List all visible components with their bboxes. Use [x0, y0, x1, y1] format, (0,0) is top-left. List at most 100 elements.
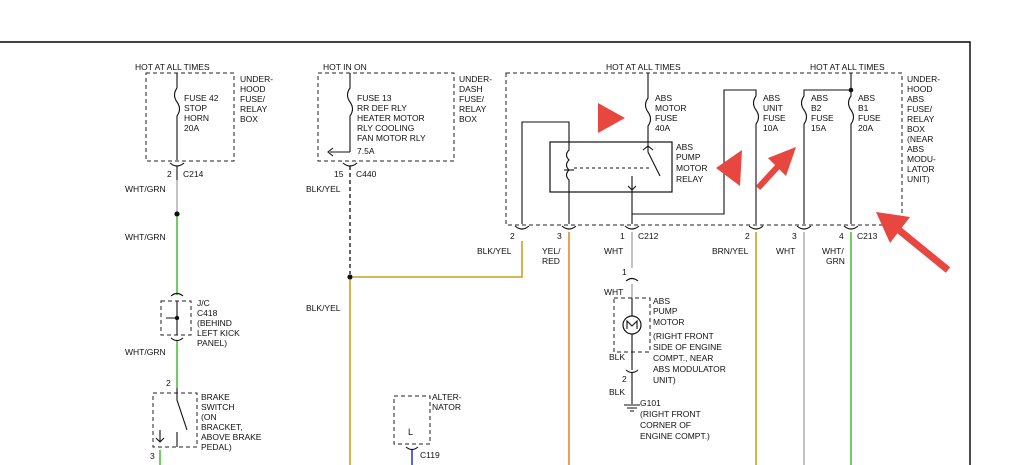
header-hot-at-all-times-2: HOT AT ALL TIMES — [606, 62, 681, 72]
relay-label-0: ABS — [676, 142, 693, 152]
ground-label-1: (RIGHT FRONT — [640, 409, 701, 419]
ground-icon — [624, 404, 640, 412]
svg-text:UNDER-: UNDER- — [907, 74, 940, 84]
underdash-box-label-3: RELAY — [459, 104, 487, 114]
fuse-13-label-3: RLY COOLING — [357, 123, 414, 133]
fuse-13-label-4: FAN MOTOR RLY — [357, 133, 426, 143]
pump-motor-label-2: MOTOR — [653, 317, 684, 327]
wire-label-wht-grn-1: WHT/GRN — [125, 184, 166, 194]
underhood-box-label-1: HOOD — [240, 84, 266, 94]
brake-switch-label-1: SWITCH — [201, 402, 235, 412]
pump-motor-label-7: UNIT) — [653, 375, 676, 385]
abs-motor-fuse-label-2: FUSE — [655, 113, 678, 123]
fuse-13-label-0: FUSE 13 — [357, 93, 392, 103]
relay-coil — [565, 138, 570, 224]
brake-switch-label-2: (ON — [201, 412, 217, 422]
brake-switch-label-5: PEDAL) — [201, 442, 232, 452]
abs-pump-motor-relay — [549, 141, 673, 193]
pin-3-brake: 3 — [150, 451, 155, 461]
diagram-frame — [0, 41, 971, 465]
abs-fuse-relay-box — [505, 72, 903, 226]
pump-motor-label-6: ABS MODULATOR — [653, 364, 726, 374]
svg-text:ABS: ABS — [907, 94, 924, 104]
pin-2-motor: 2 — [622, 374, 627, 384]
alternator-label-0: ALTER- — [432, 392, 462, 402]
svg-text:MODU-: MODU- — [907, 154, 936, 164]
brake-switch-label-0: BRAKE — [201, 392, 230, 402]
underdash-box-label-2: FUSE/ — [459, 94, 485, 104]
fuse-42-symbol — [173, 87, 181, 160]
abs-unit-fuse-label-2: FUSE — [763, 113, 786, 123]
header-hot-at-all-times-1: HOT AT ALL TIMES — [135, 62, 210, 72]
wire-label-blk-2: BLK — [609, 387, 625, 397]
connector-c214-label: C214 — [183, 169, 204, 179]
junction-label-3: LEFT KICK — [197, 328, 240, 338]
abs-unit-fuse-label-1: UNIT — [763, 103, 783, 113]
pin-3-c212: 3 — [557, 231, 562, 241]
fuse-13-label-1: RR DEF RLY — [357, 103, 407, 113]
pin-2-c213: 2 — [745, 231, 750, 241]
abs-unit-fuse-label-0: ABS — [763, 93, 780, 103]
wire-label-yel-red-0: YEL/ — [542, 246, 561, 256]
ground-label-3: ENGINE COMPT.) — [640, 431, 710, 441]
brake-switch — [152, 392, 198, 448]
underhood-box-label-3: RELAY — [240, 104, 268, 114]
pin-1-c212: 1 — [620, 231, 625, 241]
connector-c213-label: C213 — [857, 231, 878, 241]
pump-motor-label-4: SIDE OF ENGINE — [653, 342, 722, 352]
wire-label-blk-yel-1: BLK/YEL — [306, 184, 341, 194]
header-hot-at-all-times-3: HOT AT ALL TIMES — [810, 62, 885, 72]
pin-2-c212: 2 — [510, 231, 515, 241]
pin-3-c213: 3 — [792, 231, 797, 241]
underdash-box-label-4: BOX — [459, 114, 477, 124]
connector-c213 — [748, 225, 859, 230]
svg-text:HOOD: HOOD — [907, 84, 933, 94]
abs-motor-fuse-symbol — [644, 73, 652, 138]
abs-unit-fuse-symbol — [752, 95, 760, 224]
abs-motor-fuse-label-3: 40A — [655, 123, 670, 133]
fuse-13-label-2: HEATER MOTOR — [357, 113, 425, 123]
splice-dot-blk-yel — [347, 274, 353, 280]
connector-c212-label: C212 — [638, 231, 659, 241]
wire-label-wht-grn-2: WHT/GRN — [125, 232, 166, 242]
alternator-label-1: NATOR — [432, 402, 461, 412]
pin-2-brake: 2 — [166, 378, 171, 388]
underhood-box-label-4: BOX — [240, 114, 258, 124]
pump-motor-label-1: PUMP — [653, 306, 678, 316]
pin-1-motor: 1 — [622, 267, 627, 277]
annotation-arrow-3 — [755, 147, 796, 191]
brake-switch-label-3: BRACKET, — [201, 422, 243, 432]
fuse-13-label-5: 7.5A — [357, 146, 375, 156]
abs-motor-fuse-label-0: ABS — [655, 93, 672, 103]
wire-label-wht-grn-4-1: GRN — [826, 256, 845, 266]
wire-label-wht-1: WHT — [604, 246, 623, 256]
wire-label-blk-yel-3: BLK/YEL — [477, 246, 512, 256]
pump-motor-label-5: COMPT., NEAR — [653, 353, 713, 363]
relay-label-3: RELAY — [676, 174, 704, 184]
abs-box-label: UNDER- HOOD ABS FUSE/ RELAY BOX (NEAR AB… — [907, 74, 940, 184]
underhood-box-label-2: FUSE/ — [240, 94, 266, 104]
svg-text:ABS: ABS — [907, 144, 924, 154]
abs-motor-fuse-label-1: MOTOR — [655, 103, 686, 113]
underdash-box-label-1: DASH — [459, 84, 483, 94]
ground-label-2: CORNER OF — [640, 420, 691, 430]
wire-label-wht-grn-3: WHT/GRN — [125, 347, 166, 357]
junction-label-1: C418 — [197, 308, 218, 318]
underdash-box-label-0: UNDER- — [459, 74, 492, 84]
wire-label-wht-grn-4-0: WHT/ — [822, 246, 844, 256]
abs-b2-fuse-symbol — [800, 95, 808, 224]
connector-c214 — [169, 162, 185, 167]
connector-c440 — [342, 162, 358, 167]
annotation-arrow-4 — [876, 212, 951, 273]
connector-c440-label: C440 — [356, 169, 377, 179]
alternator-terminal-label: L — [408, 427, 413, 437]
motor-symbol-icon — [622, 315, 642, 335]
fuse-42-label-2: HORN — [184, 113, 209, 123]
fuse-42-label-0: FUSE 42 — [184, 93, 219, 103]
svg-text:LATOR: LATOR — [907, 164, 935, 174]
abs-b1-fuse-label-3: 20A — [858, 123, 873, 133]
annotation-arrow-2 — [716, 150, 742, 186]
abs-b2-fuse-label-0: ABS — [811, 93, 828, 103]
connector-c119-label: C119 — [420, 450, 440, 460]
